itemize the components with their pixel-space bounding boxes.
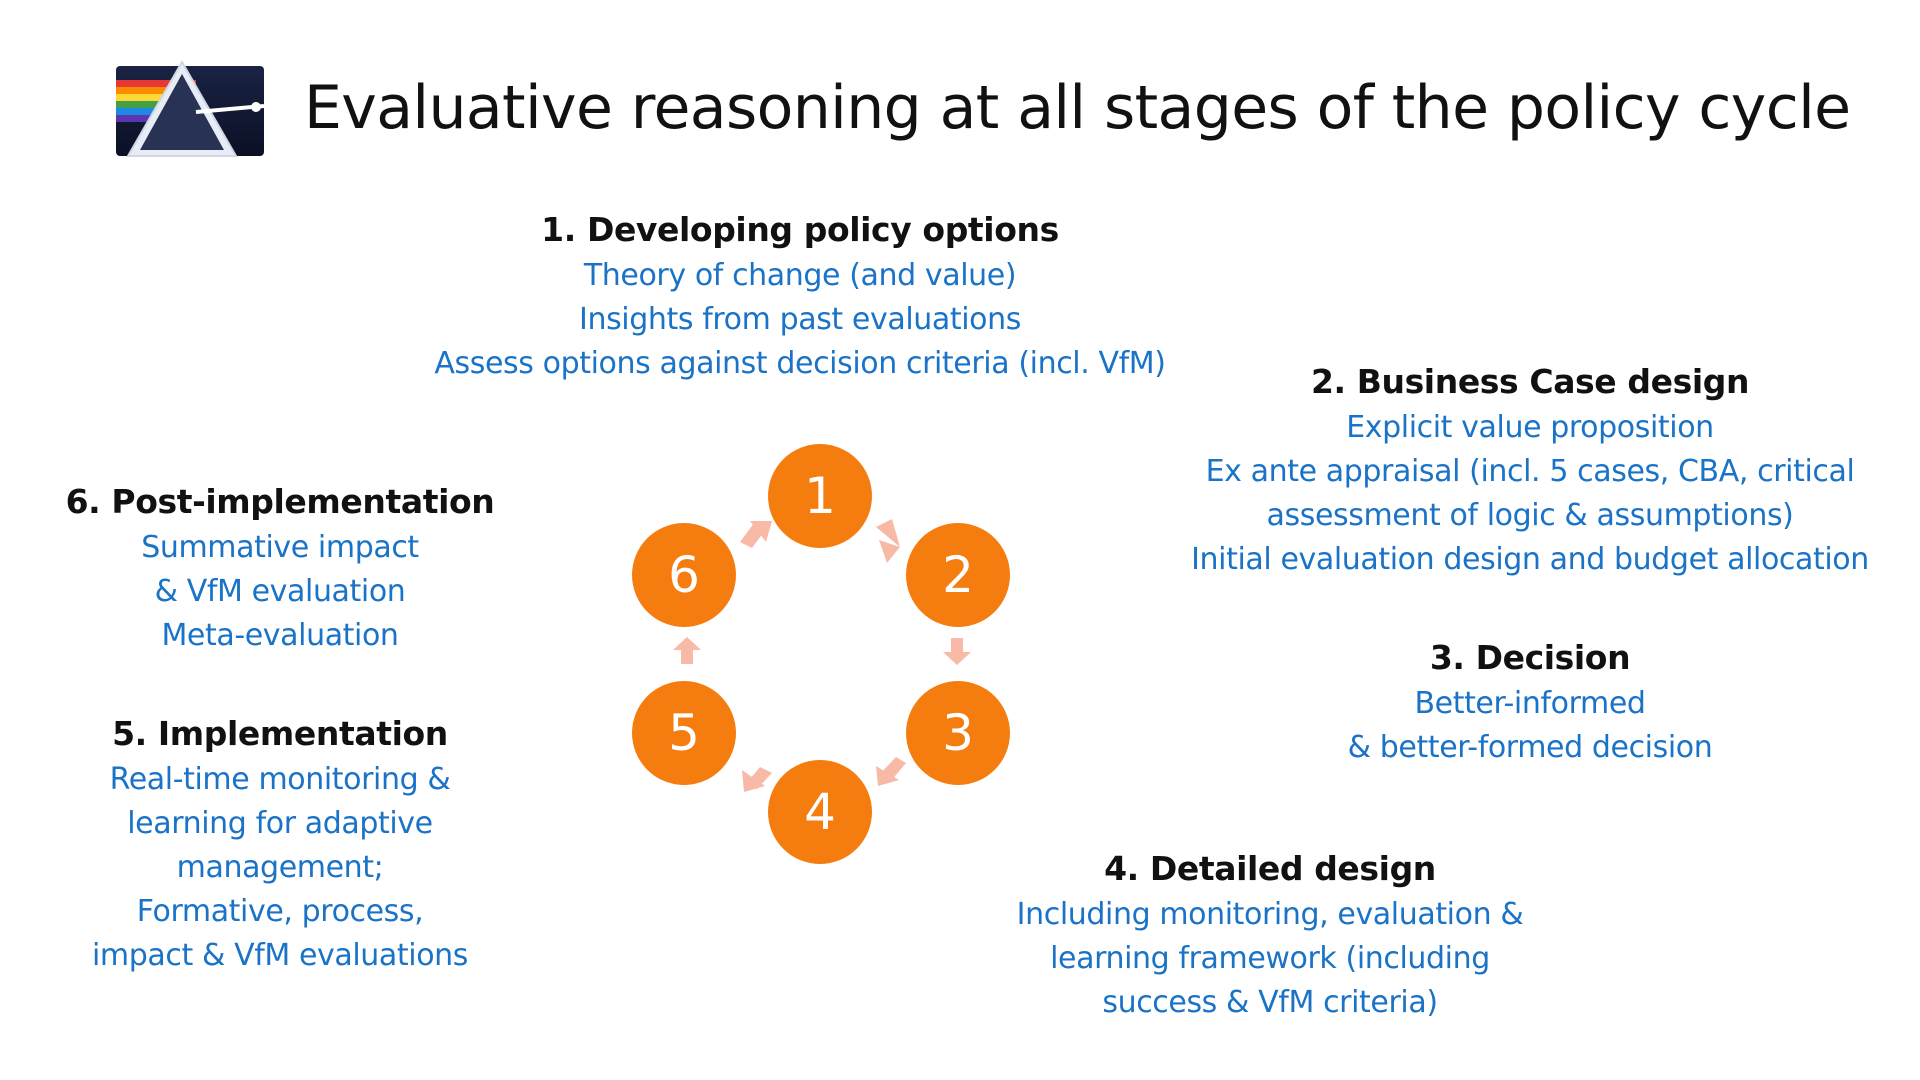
stage-1-line: Assess options against decision criteria… (434, 346, 1166, 381)
arrow-5-to-6 (673, 637, 701, 664)
stage-2-line: Ex ante appraisal (incl. 5 cases, CBA, c… (1205, 454, 1855, 489)
arrow-4-to-5 (742, 767, 772, 792)
stage-6-line: Meta-evaluation (161, 618, 399, 653)
stage-6-line: & VfM evaluation (154, 574, 406, 609)
stage-6-block: 6. Post-implementation Summative impact … (40, 478, 520, 658)
stage-3-line: Better-informed (1414, 686, 1646, 721)
stage-4-line: Including monitoring, evaluation & (1016, 897, 1524, 932)
cycle-node-1: 1 (768, 444, 872, 548)
stage-6-line: Summative impact (141, 530, 419, 565)
cycle-node-4: 4 (768, 760, 872, 864)
cycle-node-5: 5 (632, 681, 736, 785)
stage-2-line: Explicit value proposition (1346, 410, 1714, 445)
stage-2-block: 2. Business Case design Explicit value p… (1150, 358, 1910, 582)
arrow-3-to-4 (876, 757, 906, 786)
stage-5-line: learning for adaptive (127, 806, 433, 841)
stage-5-line: management; (176, 850, 384, 885)
cycle-node-label: 5 (668, 704, 700, 762)
stage-4-line: learning framework (including (1050, 941, 1490, 976)
arrow-1-to-2 (876, 519, 900, 563)
stage-1-line: Theory of change (and value) (583, 258, 1017, 293)
stage-1-heading: 1. Developing policy options (541, 210, 1059, 249)
cycle-node-label: 2 (942, 546, 974, 604)
stage-2-line: assessment of logic & assumptions) (1266, 498, 1794, 533)
stage-5-line: impact & VfM evaluations (91, 938, 469, 973)
arrow-2-to-3 (943, 638, 971, 665)
stage-1-line: Insights from past evaluations (579, 302, 1021, 337)
stage-4-heading: 4. Detailed design (1104, 849, 1436, 888)
stage-1-block: 1. Developing policy options Theory of c… (400, 206, 1200, 386)
stage-2-line: Initial evaluation design and budget all… (1191, 542, 1869, 577)
stage-4-line: success & VfM criteria) (1102, 985, 1438, 1020)
cycle-node-3: 3 (906, 681, 1010, 785)
cycle-node-2: 2 (906, 523, 1010, 627)
prism-icon (116, 60, 264, 157)
cycle-node-label: 1 (804, 467, 836, 525)
stage-5-line: Real-time monitoring & (109, 762, 451, 797)
stage-3-block: 3. Decision Better-informed & better-for… (1330, 634, 1730, 770)
stage-2-heading: 2. Business Case design (1310, 362, 1750, 401)
stage-5-line: Formative, process, (136, 894, 424, 929)
stage-5-heading: 5. Implementation (112, 714, 448, 753)
cycle-node-label: 4 (804, 783, 836, 841)
policy-cycle-diagram: 1 2 3 4 5 6 (632, 444, 1010, 864)
stage-5-block: 5. Implementation Real-time monitoring &… (70, 710, 490, 978)
stage-3-heading: 3. Decision (1429, 638, 1631, 677)
stage-6-heading: 6. Post-implementation (65, 482, 495, 521)
cycle-node-6: 6 (632, 523, 736, 627)
arrow-6-to-1 (740, 521, 772, 548)
cycle-node-label: 6 (668, 546, 700, 604)
stage-3-line: & better-formed decision (1347, 730, 1713, 765)
page-title: Evaluative reasoning at all stages of th… (304, 73, 1851, 143)
stage-4-block: 4. Detailed design Including monitoring,… (1000, 845, 1540, 1025)
cycle-node-label: 3 (942, 704, 974, 762)
